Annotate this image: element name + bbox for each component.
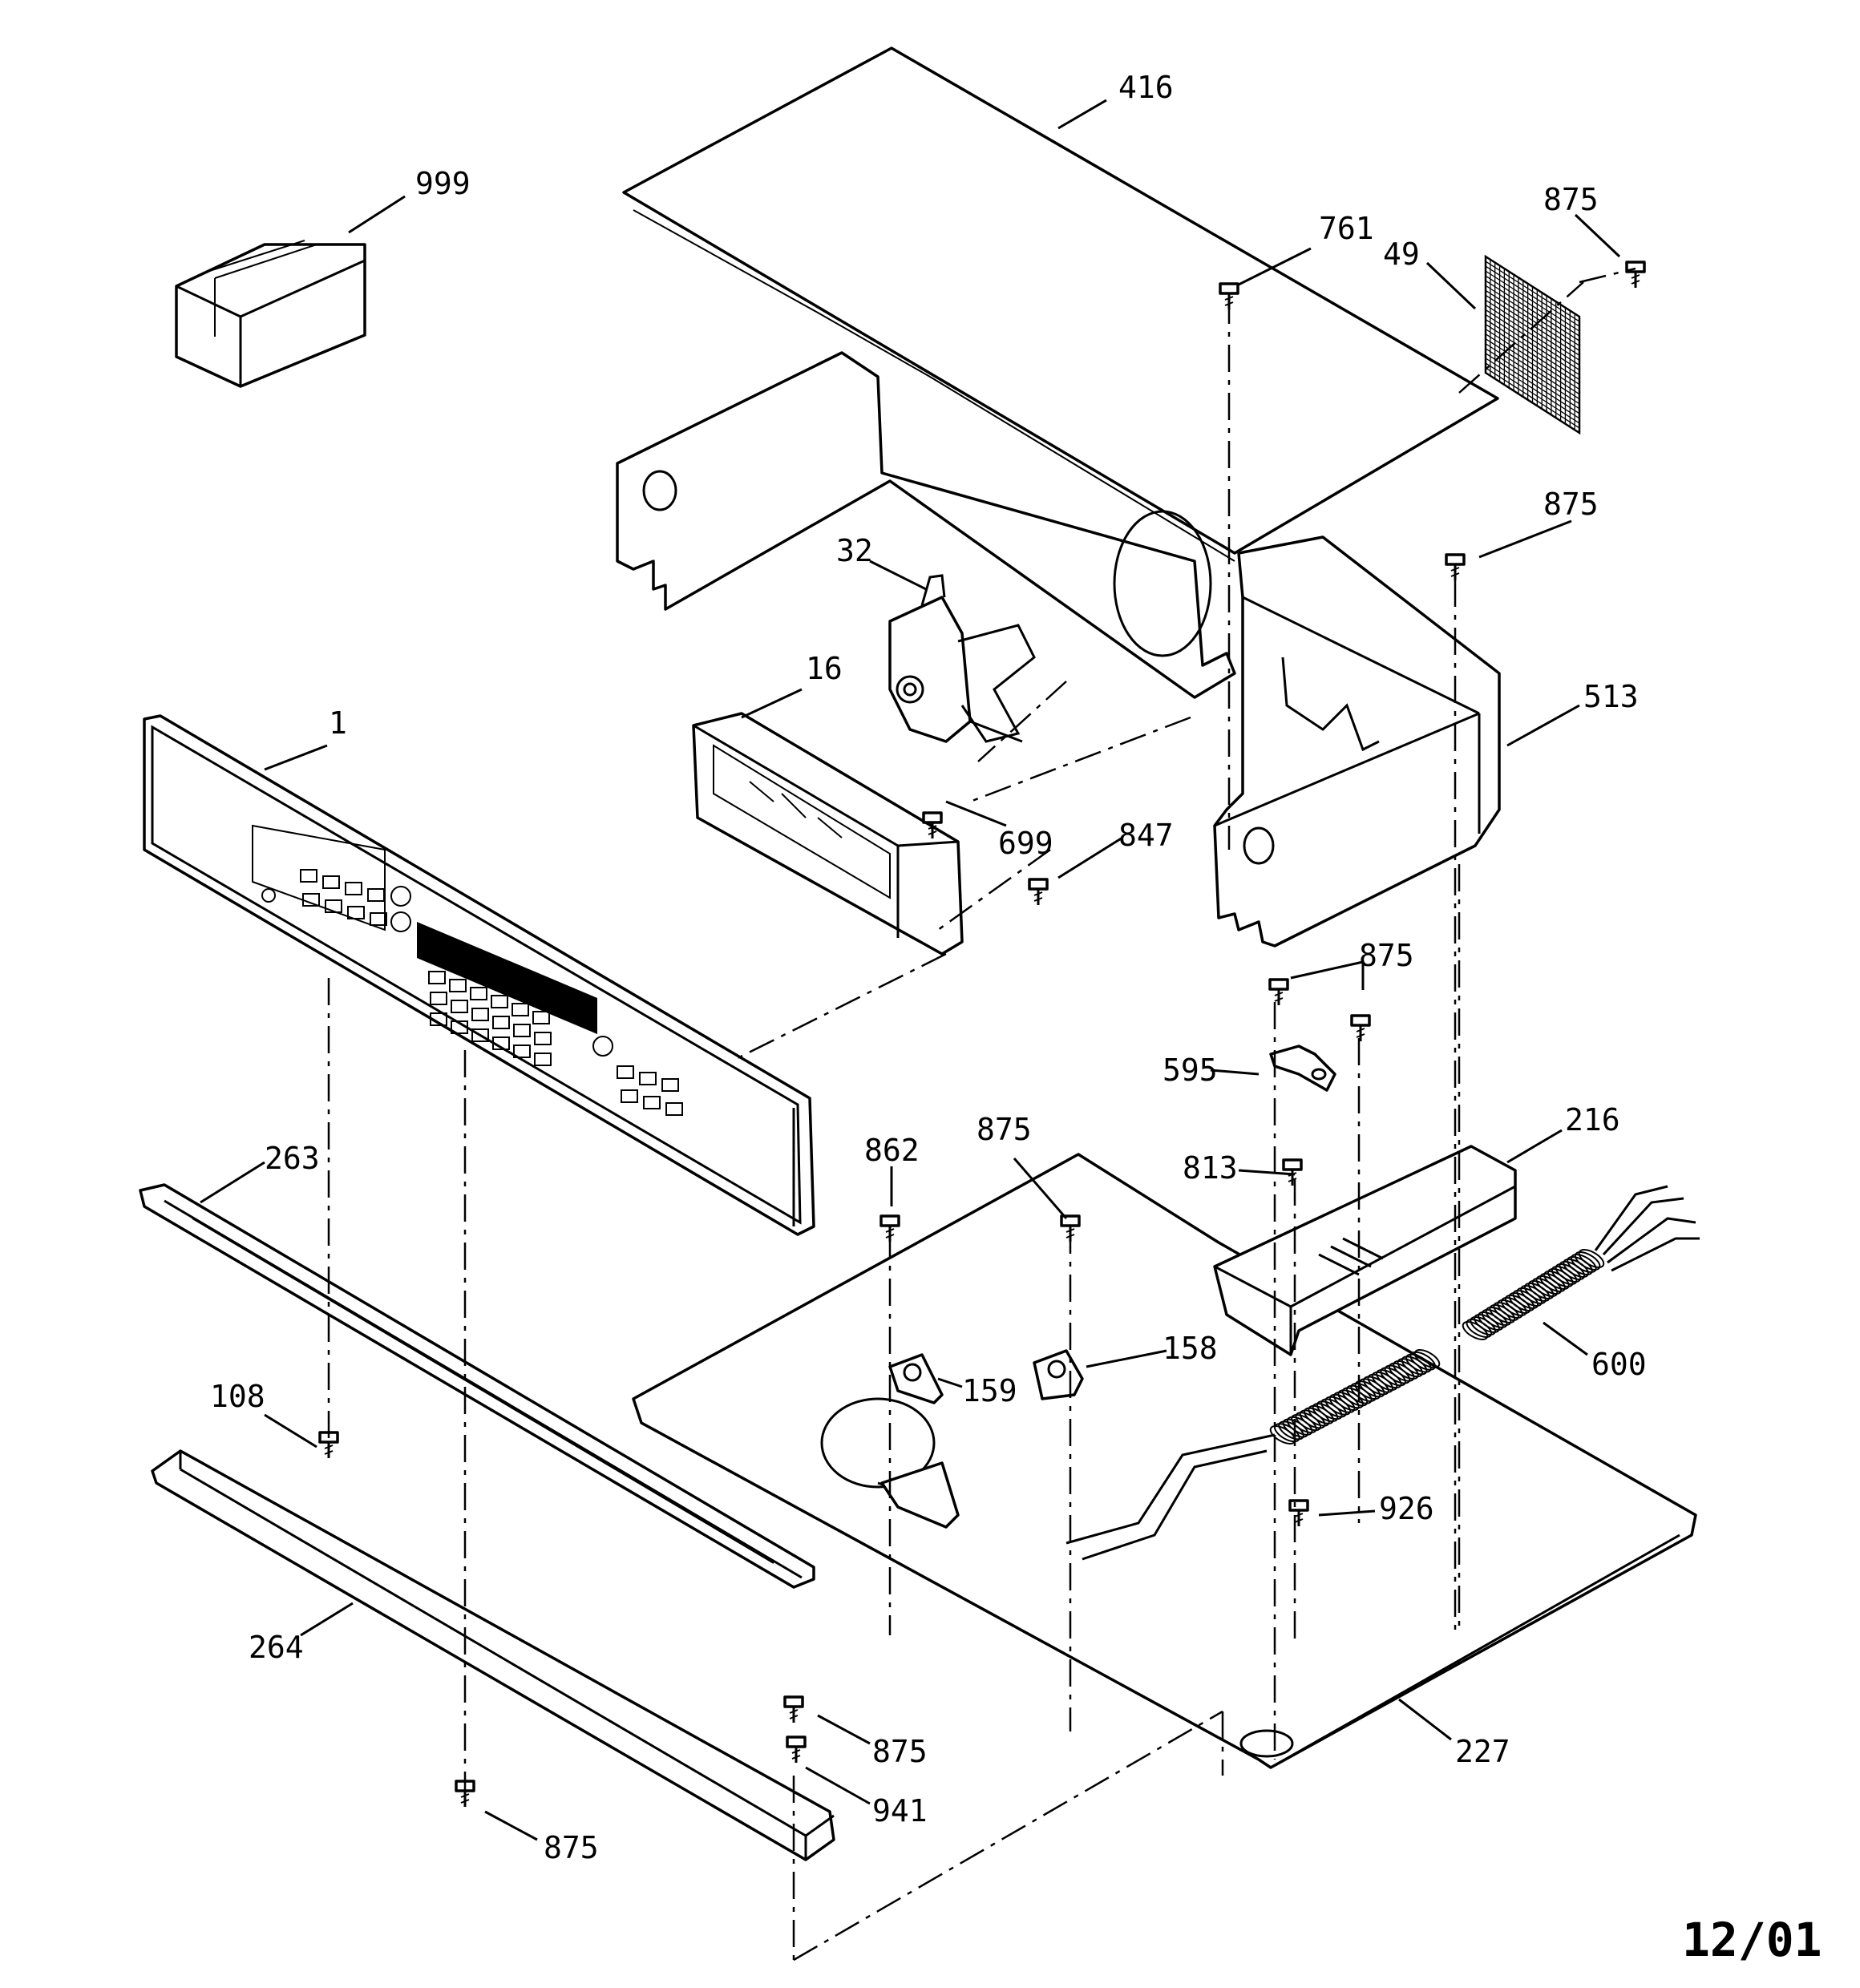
date-stamp: 12/01 — [1682, 1913, 1822, 1967]
part-1-control-panel — [143, 714, 815, 1236]
callout-595: 595 — [1162, 1053, 1218, 1088]
callout-875-side: 875 — [1543, 487, 1599, 522]
callout-926: 926 — [1379, 1491, 1434, 1526]
callout-999: 999 — [415, 166, 471, 201]
part-32-blower-motor — [888, 574, 1036, 743]
callout-1: 1 — [329, 705, 347, 741]
callout-875-floor: 875 — [976, 1112, 1032, 1147]
part-227-bottom-panel — [632, 1153, 1697, 1769]
part-263-trim — [139, 1183, 815, 1589]
part-16-control-board — [692, 712, 964, 956]
alignment-lines — [327, 267, 1636, 1962]
callout-416: 416 — [1118, 70, 1174, 105]
callout-labels: 999 416 761 49 875 875 32 16 1 513 699 8… — [210, 70, 1647, 1865]
part-216-shield — [1213, 1145, 1517, 1356]
screws — [318, 261, 1646, 1807]
part-159-thermostat — [888, 1353, 944, 1404]
leader-lines — [200, 99, 1621, 1841]
callout-49: 49 — [1383, 236, 1420, 272]
part-264-lower-trim — [151, 1449, 835, 1861]
callout-32: 32 — [836, 533, 873, 568]
callout-862: 862 — [864, 1133, 920, 1168]
callout-159: 159 — [962, 1373, 1017, 1408]
part-999-box — [175, 240, 366, 388]
callout-875-bracket: 875 — [1359, 938, 1414, 973]
part-416-top-cover — [622, 46, 1499, 562]
callout-941: 941 — [872, 1793, 928, 1828]
callout-847: 847 — [1118, 818, 1174, 853]
callout-875-bottom: 875 — [544, 1830, 599, 1865]
part-600-heating-element — [1065, 1185, 1700, 1561]
display-window — [417, 922, 597, 1034]
callout-264: 264 — [249, 1630, 304, 1665]
part-513-side-panel — [1213, 535, 1501, 948]
callout-108: 108 — [210, 1379, 265, 1414]
callout-600: 600 — [1591, 1347, 1647, 1382]
part-49-mesh-screen — [1484, 254, 1581, 435]
callout-16: 16 — [806, 651, 843, 686]
callout-875-lower: 875 — [872, 1734, 928, 1769]
callout-158: 158 — [1162, 1331, 1218, 1366]
callout-263: 263 — [265, 1141, 320, 1176]
callout-875-top: 875 — [1543, 182, 1599, 217]
callout-513: 513 — [1583, 679, 1639, 714]
callout-699: 699 — [998, 826, 1053, 861]
keypad — [300, 869, 683, 1116]
callout-761: 761 — [1319, 211, 1374, 246]
callout-216: 216 — [1565, 1102, 1620, 1137]
callout-227: 227 — [1455, 1734, 1510, 1769]
wrapper-back-panel — [616, 351, 1236, 699]
part-595-bracket — [1269, 1045, 1336, 1092]
callout-813: 813 — [1183, 1150, 1238, 1186]
